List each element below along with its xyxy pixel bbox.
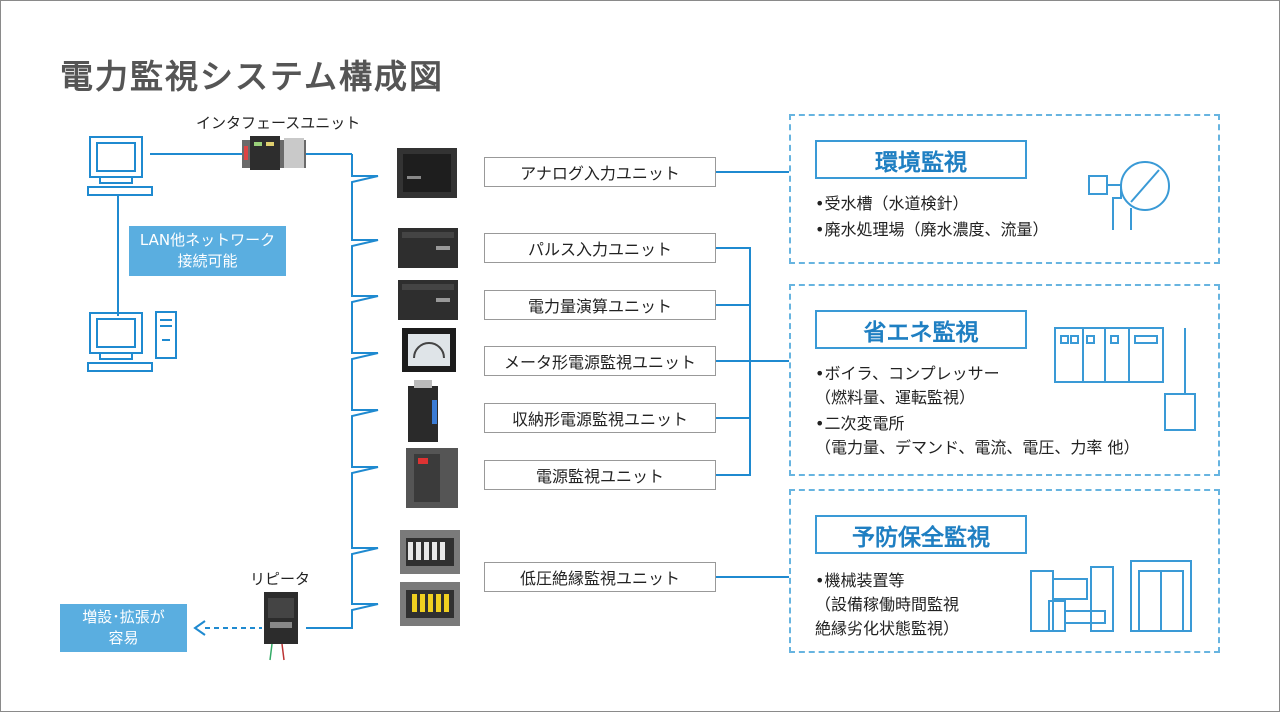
unit-box-power-monitor: 電源監視ユニット xyxy=(484,460,716,490)
switchgear-icon xyxy=(1054,327,1196,431)
expand-note-line2: 容易 xyxy=(108,629,139,647)
power-monitor-device-icon xyxy=(406,448,458,508)
water-tank-icon xyxy=(1088,161,1170,230)
panel-line: •ボイラ、コンプレッサー xyxy=(815,364,1000,383)
panel-title: 予防保全監視 xyxy=(815,515,1027,554)
lan-note: LAN他ネットワーク 接続可能 xyxy=(129,226,286,276)
panel-line: （設備稼働時間監視 xyxy=(815,595,960,614)
panel-title: 環境監視 xyxy=(815,140,1027,179)
panel-line: （電力量、デマンド、電流、電圧、力率 他） xyxy=(815,438,1140,457)
insulation-device-icon xyxy=(400,530,460,574)
lan-note-line2: 接続可能 xyxy=(177,252,238,270)
insulation-device-icon xyxy=(400,582,460,626)
panel-line: •廃水処理場（廃水濃度、流量） xyxy=(815,220,1049,239)
unit-box-insulation-monitor: 低圧絶縁監視ユニット xyxy=(484,562,716,592)
storage-monitor-device-icon xyxy=(408,380,438,442)
expand-note-line1: 増設･拡張が xyxy=(82,608,165,626)
interface-unit-label: インタフェースユニット xyxy=(196,114,361,132)
power-calc-device-icon xyxy=(398,280,458,320)
expand-note: 増設･拡張が 容易 xyxy=(60,604,187,652)
interface-unit-device-icon xyxy=(242,136,306,170)
unit-box-analog-input: アナログ入力ユニット xyxy=(484,157,716,187)
panel-line: •二次変電所 xyxy=(815,414,905,433)
panel-title: 省エネ監視 xyxy=(815,310,1027,349)
unit-box-meter-monitor: メータ形電源監視ユニット xyxy=(484,346,716,376)
analog-input-device-icon xyxy=(397,148,457,198)
repeater-label: リピータ xyxy=(250,570,311,588)
panel-line: •機械装置等 xyxy=(815,571,905,590)
meter-device-icon xyxy=(402,328,456,372)
repeater-device-icon xyxy=(264,592,298,661)
unit-box-storage-monitor: 収納形電源監視ユニット xyxy=(484,403,716,433)
panel-line: •受水槽（水道検針） xyxy=(815,194,969,213)
panel-line: 絶縁劣化状態監視） xyxy=(815,619,960,638)
panel-line: （燃料量、運転監視） xyxy=(815,388,976,407)
pulse-input-device-icon xyxy=(398,228,458,268)
computer-icon xyxy=(87,311,177,372)
page-title: 電力監視システム構成図 xyxy=(60,57,445,96)
lan-note-line1: LAN他ネットワーク xyxy=(139,231,276,249)
unit-box-power-calc: 電力量演算ユニット xyxy=(484,290,716,320)
panel-environment: 環境監視 •受水槽（水道検針） •廃水処理場（廃水濃度、流量） xyxy=(789,114,1220,264)
machinery-icon xyxy=(1030,560,1192,632)
panel-energy-saving: 省エネ監視 •ボイラ、コンプレッサー （燃料量、運転監視） •二次変電所 （電力… xyxy=(789,284,1220,476)
unit-box-pulse-input: パルス入力ユニット xyxy=(484,233,716,263)
computer-icon xyxy=(87,136,153,196)
panel-preventive-maintenance: 予防保全監視 •機械装置等 （設備稼働時間監視 絶縁劣化状態監視） xyxy=(789,489,1220,653)
